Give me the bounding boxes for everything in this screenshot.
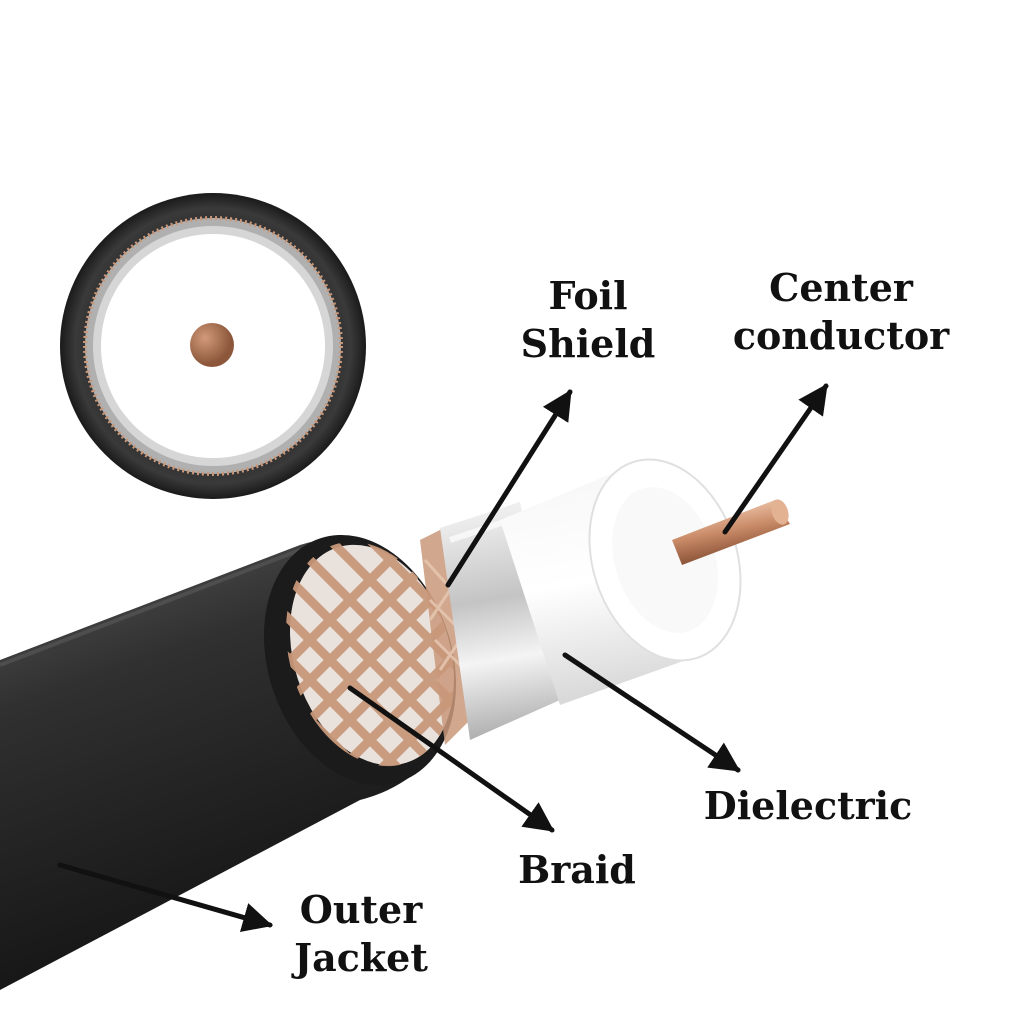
foil-shield-label-line1: Foil	[548, 273, 628, 318]
center-conductor-label-line2: conductor	[732, 313, 950, 358]
dielectric-label-text: Dielectric	[703, 783, 913, 828]
braid-arrow	[347, 685, 555, 833]
outer-jacket-label: Outer Jacket	[280, 886, 442, 982]
outer-jacket-label-line2: Jacket	[294, 935, 428, 980]
foil-shield-label-line2: Shield	[520, 321, 656, 366]
center-conductor-wire	[672, 499, 790, 565]
cross-section	[60, 193, 366, 499]
outer-jacket-label-line1: Outer	[299, 887, 423, 932]
dielectric-label: Dielectric	[700, 782, 916, 830]
dielectric-layer	[500, 458, 742, 705]
cross-section-conductor	[190, 323, 234, 367]
center-conductor-label: Center conductor	[728, 264, 954, 360]
outer-jacket-arrow	[57, 862, 273, 933]
center-conductor-label-line1: Center	[769, 265, 913, 310]
center-conductor-arrow	[722, 383, 829, 535]
dielectric-arrow	[562, 652, 741, 773]
cross-section-braid	[83, 216, 343, 476]
braid-label-text: Braid	[518, 847, 636, 892]
braid-label: Braid	[512, 846, 642, 894]
foil-shield-arrow	[445, 389, 573, 588]
foil-shield-label: Foil Shield	[520, 272, 656, 368]
